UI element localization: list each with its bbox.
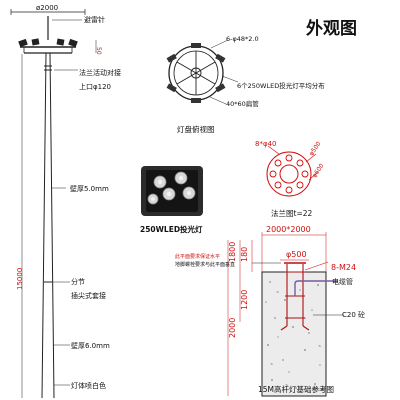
note-line1: 此平面要求保证水平 (175, 253, 220, 260)
height-label: 15000 (16, 268, 24, 290)
top-diameter-label: 上口φ120 (79, 82, 111, 91)
flood-light: 250WLED投光灯 (140, 166, 203, 234)
flange-d1-label: φ500 (308, 140, 323, 157)
top-height-label: 50 (95, 47, 102, 55)
dim-1200-label: 1200 (240, 290, 249, 310)
cable-pipe (294, 280, 338, 296)
concrete-block (261, 271, 327, 397)
top-width-label: ø2000 (36, 4, 58, 12)
lamp-crown (18, 38, 78, 54)
wall-thickness-lower-label: 壁厚6.0mm (71, 341, 110, 350)
pole-shaft (41, 52, 55, 399)
flange-caption: 法兰图t=22 (271, 208, 312, 218)
dim-1800-label: 1800 (228, 242, 237, 262)
angle-spec-label: 40*60扁管 (226, 99, 259, 108)
socket-label: 插尖式套接 (71, 291, 106, 300)
flange-holes-label: 8*φ40 (255, 140, 276, 148)
note-line2: 地脚螺栓要求与此平面垂直 (175, 261, 235, 268)
pole-elevation: ø2000 避雷针 50 法兰活动对接 上口φ120 壁厚5.0mm (10, 4, 121, 399)
section-label: 分节 (71, 277, 85, 286)
dim-500-label: φ500 (286, 250, 307, 259)
flange-view: 8*φ40 φ500 φ600 法兰图t=22 (255, 140, 326, 218)
page-title: 外观图 (306, 18, 357, 39)
concrete-label: C20 砼 (342, 310, 365, 319)
lamp-plate-top-view: 6-φ48*2.0 6个250WLED投光灯平均分布 40*60扁管 灯盘俯视图 (166, 35, 325, 134)
cable-pipe-label: 电缆管 (332, 277, 353, 286)
pipe-spec-label: 6-φ48*2.0 (226, 35, 259, 43)
bolts-label: 8-M24 (331, 263, 356, 272)
flange-connection-label: 法兰活动对接 (79, 68, 121, 77)
wall-thickness-upper-label: 壁厚5.0mm (70, 184, 109, 193)
lamp-plate-caption: 灯盘俯视图 (177, 124, 215, 134)
dim-total-label: 2000*2000 (266, 225, 311, 234)
paint-label: 灯体喷白色 (71, 381, 106, 390)
lights-note-label: 6个250WLED投光灯平均分布 (237, 81, 325, 90)
flange-d2-label: φ600 (311, 162, 326, 179)
lightning-rod-label: 避雷针 (84, 15, 105, 24)
dim-180-label: 180 (240, 247, 249, 262)
flood-light-caption: 250WLED投光灯 (140, 224, 203, 234)
foundation-caption: 15M高杆灯基础参考图 (258, 384, 334, 394)
foundation-drawing: 2000*2000 φ500 电缆管 (175, 225, 365, 397)
concrete-hatch (265, 281, 321, 389)
dim-2000-label: 2000 (228, 318, 237, 338)
